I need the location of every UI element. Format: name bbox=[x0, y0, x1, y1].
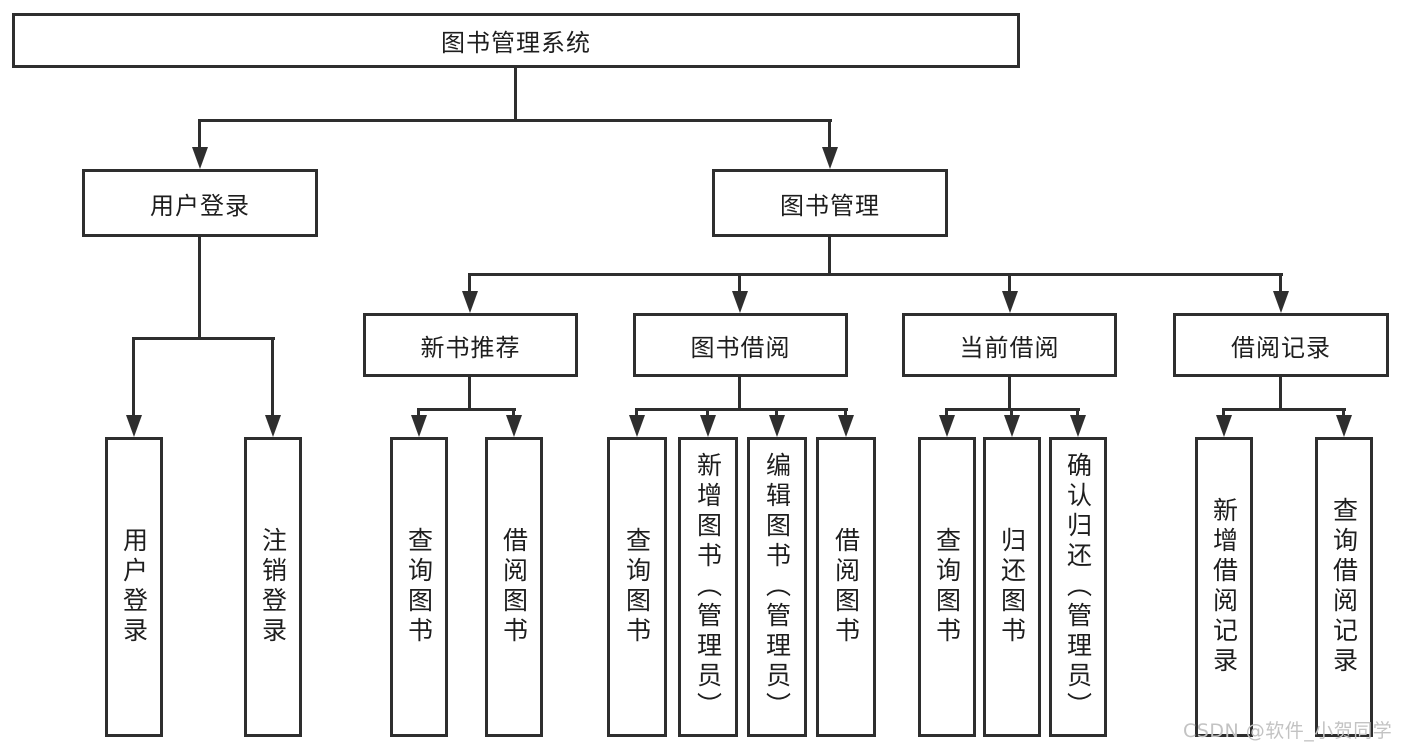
arrow-down-icon bbox=[769, 415, 785, 437]
connector-root-drop-right bbox=[828, 119, 831, 151]
leaf-label: 新增借阅记录 bbox=[1209, 497, 1239, 677]
arrow-down-icon bbox=[732, 291, 748, 313]
node-current-borrow: 当前借阅 bbox=[902, 313, 1117, 377]
leaf-confirm-return-admin: 确认归还（管理员） bbox=[1049, 437, 1107, 737]
arrow-down-icon bbox=[700, 415, 716, 437]
connector-records-drop-2 bbox=[1342, 408, 1345, 418]
leaf-label: 借阅图书 bbox=[499, 527, 529, 647]
connector-root-drop-left bbox=[198, 119, 201, 151]
connector-login-stem bbox=[198, 237, 201, 340]
leaf-borrow-books-recommend: 借阅图书 bbox=[485, 437, 543, 737]
node-book-management: 图书管理 bbox=[712, 169, 948, 237]
connector-mgmt-drop-3 bbox=[1008, 273, 1011, 295]
connector-borrow-drop-4 bbox=[844, 408, 847, 418]
connector-recommend-drop-1 bbox=[417, 408, 420, 418]
connector-current-drop-2 bbox=[1010, 408, 1013, 418]
leaf-label: 借阅图书 bbox=[831, 527, 861, 647]
connector-current-drop-1 bbox=[945, 408, 948, 418]
leaf-label: 用户登录 bbox=[119, 527, 149, 647]
arrow-down-icon bbox=[1002, 291, 1018, 313]
connector-login-drop-1 bbox=[132, 337, 135, 418]
node-new-book-recommend: 新书推荐 bbox=[363, 313, 578, 377]
leaf-label: 归还图书 bbox=[997, 527, 1027, 647]
arrow-down-icon bbox=[1216, 415, 1232, 437]
arrow-down-icon bbox=[1070, 415, 1086, 437]
connector-records-hbar bbox=[1222, 408, 1346, 411]
connector-mgmt-drop-4 bbox=[1279, 273, 1282, 295]
leaf-query-books-current: 查询图书 bbox=[918, 437, 976, 737]
connector-root-hbar bbox=[198, 119, 832, 122]
connector-borrow-hbar bbox=[635, 408, 848, 411]
connector-recommend-hbar bbox=[417, 408, 516, 411]
arrow-down-icon bbox=[411, 415, 427, 437]
arrow-down-icon bbox=[265, 415, 281, 437]
connector-mgmt-drop-2 bbox=[738, 273, 741, 295]
leaf-logout: 注销登录 bbox=[244, 437, 302, 737]
leaf-label: 确认归还（管理员） bbox=[1063, 452, 1093, 722]
leaf-return-book: 归还图书 bbox=[983, 437, 1041, 737]
arrow-down-icon bbox=[629, 415, 645, 437]
connector-recommend-drop-2 bbox=[512, 408, 515, 418]
arrow-down-icon bbox=[838, 415, 854, 437]
leaf-add-book-admin: 新增图书（管理员） bbox=[678, 437, 738, 737]
leaf-label: 查询图书 bbox=[932, 527, 962, 647]
arrow-down-icon bbox=[192, 147, 208, 169]
node-borrow-records: 借阅记录 bbox=[1173, 313, 1389, 377]
node-library-system: 图书管理系统 bbox=[12, 13, 1020, 68]
connector-records-stem bbox=[1279, 377, 1282, 411]
connector-root-stem bbox=[514, 68, 517, 122]
leaf-query-borrow-record: 查询借阅记录 bbox=[1315, 437, 1373, 737]
arrow-down-icon bbox=[506, 415, 522, 437]
arrow-down-icon bbox=[822, 147, 838, 169]
leaf-query-books-recommend: 查询图书 bbox=[390, 437, 448, 737]
arrow-down-icon bbox=[462, 291, 478, 313]
leaf-label: 注销登录 bbox=[258, 527, 288, 647]
watermark-csdn: CSDN @软件_小贺同学 bbox=[1183, 720, 1393, 742]
leaf-borrow-books: 借阅图书 bbox=[816, 437, 876, 737]
node-book-borrow: 图书借阅 bbox=[633, 313, 848, 377]
leaf-user-login: 用户登录 bbox=[105, 437, 163, 737]
connector-borrow-stem bbox=[738, 377, 741, 411]
connector-records-drop-1 bbox=[1222, 408, 1225, 418]
arrow-down-icon bbox=[126, 415, 142, 437]
leaf-query-books-borrow: 查询图书 bbox=[607, 437, 667, 737]
connector-mgmt-stem bbox=[828, 237, 831, 276]
connector-recommend-stem bbox=[468, 377, 471, 411]
leaf-label: 新增图书（管理员） bbox=[693, 452, 723, 722]
connector-mgmt-drop-1 bbox=[468, 273, 471, 295]
arrow-down-icon bbox=[1004, 415, 1020, 437]
leaf-label: 查询图书 bbox=[622, 527, 652, 647]
arrow-down-icon bbox=[1273, 291, 1289, 313]
leaf-label: 查询图书 bbox=[404, 527, 434, 647]
arrow-down-icon bbox=[939, 415, 955, 437]
connector-borrow-drop-2 bbox=[706, 408, 709, 418]
leaf-label: 查询借阅记录 bbox=[1329, 497, 1359, 677]
leaf-edit-book-admin: 编辑图书（管理员） bbox=[747, 437, 807, 737]
node-user-login: 用户登录 bbox=[82, 169, 318, 237]
connector-borrow-drop-3 bbox=[775, 408, 778, 418]
connector-borrow-drop-1 bbox=[635, 408, 638, 418]
arrow-down-icon bbox=[1336, 415, 1352, 437]
leaf-add-borrow-record: 新增借阅记录 bbox=[1195, 437, 1253, 737]
connector-login-hbar bbox=[132, 337, 275, 340]
connector-current-stem bbox=[1008, 377, 1011, 411]
connector-mgmt-hbar bbox=[468, 273, 1283, 276]
connector-current-drop-3 bbox=[1076, 408, 1079, 418]
connector-login-drop-2 bbox=[271, 337, 274, 418]
leaf-label: 编辑图书（管理员） bbox=[762, 452, 792, 722]
